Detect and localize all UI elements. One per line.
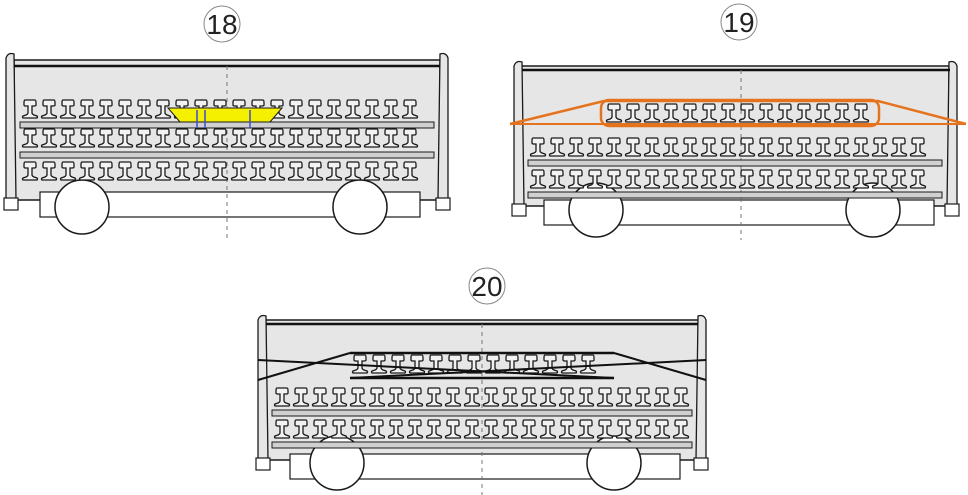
panel-number-19: 19 [720, 3, 758, 41]
separator-plank [271, 441, 693, 449]
wheel-left-19 [568, 182, 624, 238]
rail-layers-19 [527, 137, 943, 199]
svg-text:20: 20 [471, 271, 502, 302]
panel-20: 20 [255, 267, 709, 495]
separator-plank [527, 159, 943, 167]
panel-number-20: 20 [468, 267, 506, 305]
wheel-left-18 [54, 179, 110, 235]
panel-18: 18 [3, 5, 451, 240]
wheel-right-19 [845, 182, 901, 238]
svg-text:19: 19 [723, 7, 754, 38]
orange-strap [509, 98, 967, 128]
rail-layers-20 [271, 387, 693, 449]
panel-number-18: 18 [203, 5, 241, 43]
svg-text:18: 18 [206, 9, 237, 40]
wheel-right-18 [332, 179, 388, 235]
panel-19: 19 [509, 3, 967, 240]
separator-plank [19, 121, 435, 129]
tie-plate-yellow [166, 107, 284, 128]
separator-plank [19, 151, 435, 159]
cross-lashing [257, 351, 707, 381]
wagon-19 [511, 60, 960, 240]
wheel-right-20 [586, 435, 642, 491]
separator-plank [527, 191, 943, 199]
separator-plank [271, 409, 693, 417]
